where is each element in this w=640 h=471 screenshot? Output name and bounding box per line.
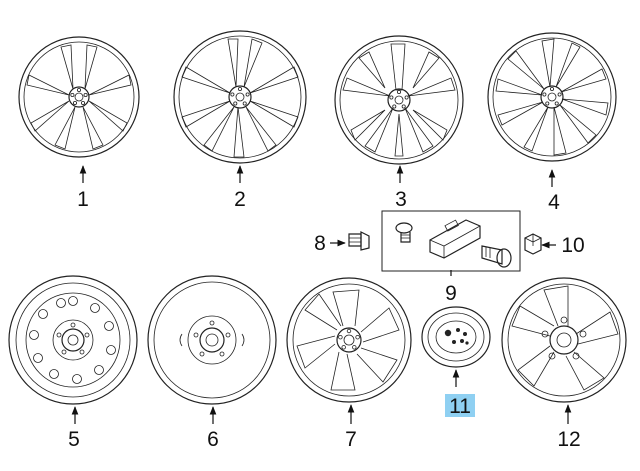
callout-9[interactable]: 9 xyxy=(445,282,457,305)
lug-nut-icon[interactable] xyxy=(524,233,542,255)
callout-4[interactable]: 4 xyxy=(548,191,560,214)
wheel-cover-icon[interactable] xyxy=(501,277,627,403)
callout-6[interactable]: 6 xyxy=(207,428,219,451)
valve-stem-icon[interactable] xyxy=(481,245,512,268)
screw-icon[interactable] xyxy=(395,222,413,243)
callout-labels: 1 2 3 4 5 6 7 8 9 10 11 12 xyxy=(68,188,585,451)
callout-2[interactable]: 2 xyxy=(234,188,246,211)
callout-12[interactable]: 12 xyxy=(557,428,580,451)
callout-5[interactable]: 5 xyxy=(68,428,80,451)
alloy-wheel-icon[interactable] xyxy=(487,32,617,162)
tpms-kit-box xyxy=(381,210,521,272)
callout-highlight xyxy=(445,394,475,417)
callout-1[interactable]: 1 xyxy=(77,188,89,211)
callout-8[interactable]: 8 xyxy=(314,232,326,255)
tpms-sensor-icon[interactable] xyxy=(429,219,481,259)
center-cap-icon[interactable] xyxy=(421,306,491,368)
alloy-wheel-icon[interactable] xyxy=(173,30,307,164)
callout-11[interactable]: 11 xyxy=(449,395,471,418)
spare-wheel-icon[interactable] xyxy=(147,275,277,405)
valve-stem-icon[interactable] xyxy=(348,231,370,251)
alloy-wheel-icon[interactable] xyxy=(334,35,464,165)
callout-10[interactable]: 10 xyxy=(561,234,584,257)
alloy-wheel-icon[interactable] xyxy=(286,277,412,403)
steel-wheel-icon[interactable] xyxy=(8,275,138,405)
callout-7[interactable]: 7 xyxy=(345,428,357,451)
alloy-wheel-icon[interactable] xyxy=(18,36,140,158)
leader-arrows xyxy=(71,165,572,424)
callout-3[interactable]: 3 xyxy=(395,188,407,211)
